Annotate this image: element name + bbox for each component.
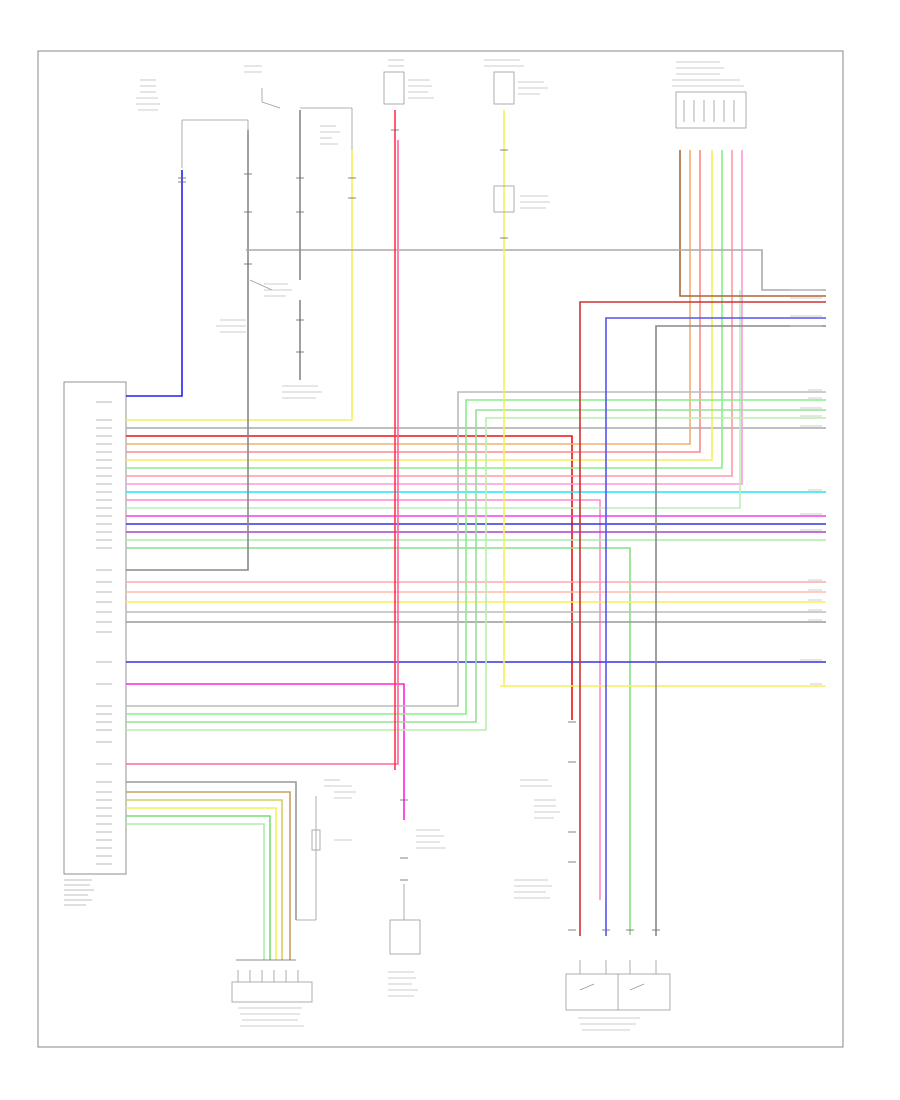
neutral-start-switch xyxy=(216,279,322,399)
stop-lamp-switch xyxy=(320,125,340,145)
diagram-border xyxy=(37,50,844,1048)
wire-brown-792 xyxy=(126,791,291,960)
top-components xyxy=(136,59,747,399)
wire-yellow-808 xyxy=(126,807,277,960)
junction-connector xyxy=(493,185,550,213)
ecm-caption xyxy=(64,879,94,906)
connector-ticks xyxy=(178,129,660,961)
transmission-control-switch xyxy=(514,779,671,1031)
engine-coolant-temp-sensor xyxy=(136,79,160,111)
wire-yellow-460 xyxy=(126,150,713,461)
wire-gray-782 xyxy=(126,781,297,920)
wire-yellow-420 xyxy=(126,150,353,421)
wire-green-548 xyxy=(126,547,631,935)
hot-in-run-fuse xyxy=(383,59,434,105)
park-neutral-switch xyxy=(181,65,353,168)
wire-green-468 xyxy=(126,150,723,469)
right-edge-labels xyxy=(790,289,822,685)
wire-green-714 xyxy=(126,399,826,715)
engine-control-module xyxy=(63,381,127,906)
shift-lock-solenoid xyxy=(388,829,446,997)
vehicle-speed-sensor xyxy=(231,970,313,1027)
wire-green-824 xyxy=(126,823,265,960)
wire-gray-706 xyxy=(126,391,826,707)
wire-lightgreen-508 xyxy=(126,290,741,509)
hot-at-all-times-fuse xyxy=(484,59,548,105)
ecm-wire-harness xyxy=(126,130,826,960)
wire-dark-570 xyxy=(126,130,249,571)
wire-magenta-684 xyxy=(126,683,405,820)
wire-dark-right xyxy=(655,325,826,936)
right-harness xyxy=(246,110,826,936)
ground-element xyxy=(296,779,356,921)
wire-pink-476 xyxy=(126,150,733,477)
wire-gray-top-loop xyxy=(246,249,826,291)
wire-orange-444 xyxy=(126,150,691,445)
wire-blue-right xyxy=(605,317,826,936)
wire-green-722 xyxy=(126,409,826,723)
wire-green-816 xyxy=(126,815,271,960)
bottom-components xyxy=(231,779,671,1031)
wire-pink-500 xyxy=(126,499,601,900)
lower-left-dash-connector xyxy=(672,61,747,129)
wire-brown-top xyxy=(679,150,826,297)
wire-olive-800 xyxy=(126,799,283,960)
wire-pink-764 xyxy=(126,140,399,765)
wire-blue-top xyxy=(126,170,183,397)
wire-red-436 xyxy=(126,435,573,720)
wire-red-right xyxy=(579,301,826,936)
ecm-pin-labels xyxy=(96,401,112,865)
wire-pink-484 xyxy=(126,150,743,485)
wire-lightred-452 xyxy=(126,150,701,453)
